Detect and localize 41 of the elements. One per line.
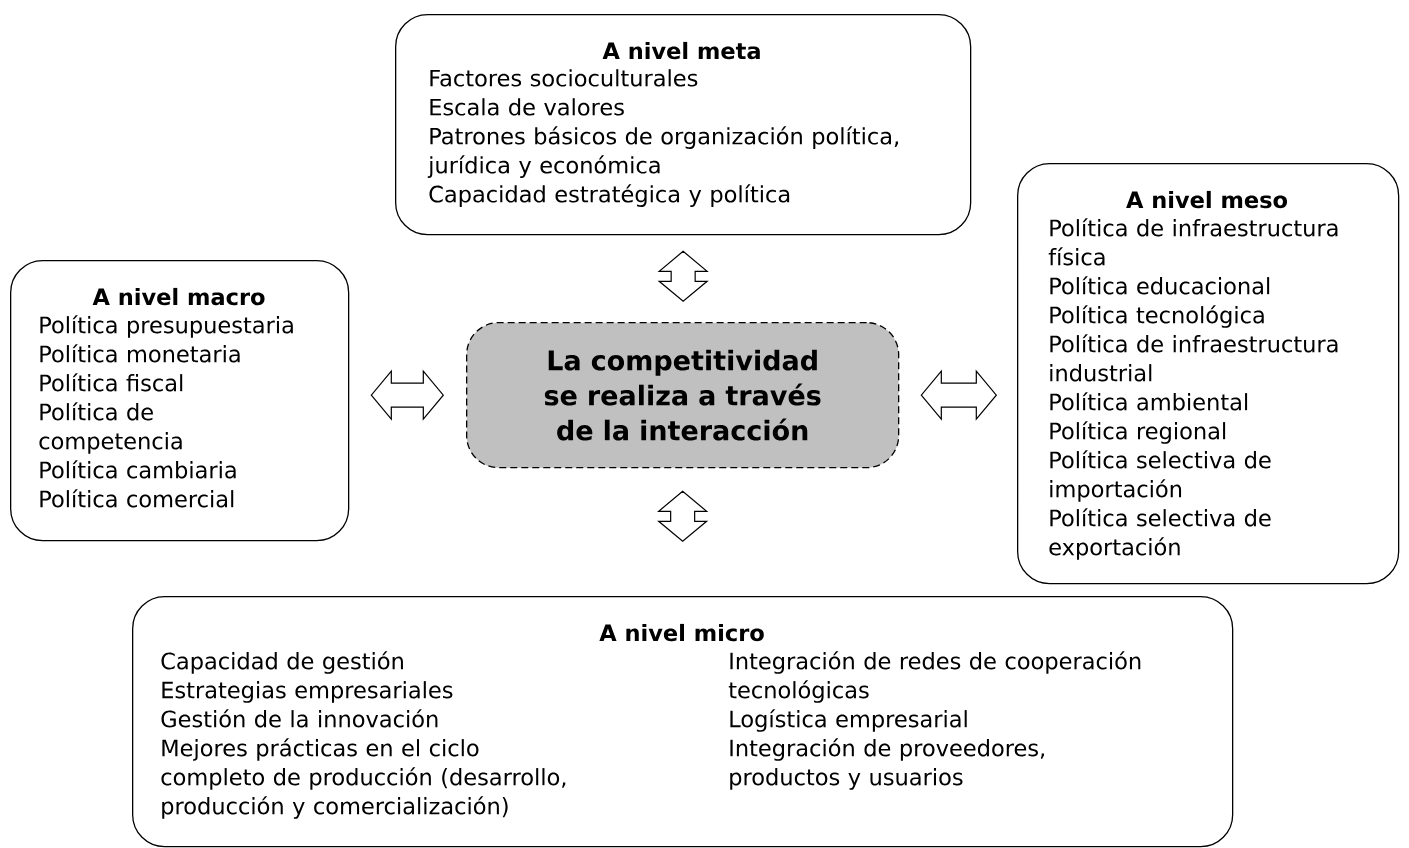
node-label: Política fiscal (40, 373, 183, 392)
box-heading: A nivel micro (599, 623, 764, 642)
text-box (1017, 163, 1400, 585)
node-label: Política de competencia (39, 402, 182, 454)
box-heading: A nivel meso (1126, 190, 1288, 209)
box-heading: A nivel meta (602, 41, 760, 60)
text-box (10, 260, 350, 542)
node-label: Política ambiental (1050, 392, 1248, 411)
node-label: Capacidad estratégica y política (429, 184, 790, 207)
item-list: Capacidad de gestión Estrategias empresariales Gestión de la innovación Mejores prácticas en el ciclo completo de producción (desarrollo, producción y comercialización) (161, 651, 566, 819)
double-arrow (920, 369, 998, 421)
item-list: Integración de redes de cooperación tecnológicas Logística empresarial Integración de proveedores, productos y usuarios (728, 651, 1141, 790)
node-label: Política cambiaria (40, 460, 236, 479)
node-label: Política de infraestructura física (1048, 218, 1338, 266)
node-label: Política educacional (1050, 276, 1270, 295)
item-list: Política de infraestructura física Política educacional Política tecnológica Política de infraestructura industrial Política ambiental Política regional Política selectiva de importación Política selectiva de exportación (1048, 218, 1338, 560)
node-label: Estrategias empresariales (162, 681, 453, 703)
node-label: Política tecnológica (1050, 305, 1264, 328)
double-arrow (370, 369, 445, 421)
text-box (132, 596, 1234, 848)
node-label: Política comercial (40, 489, 234, 508)
node-label: Política de infraestructura industrial (1050, 334, 1338, 382)
text-box (395, 14, 972, 236)
node-label: Mejores prácticas en el ciclo completo de producción (desarrollo, producción y comercialización) (161, 738, 566, 819)
node-label: Política presupuestaria (40, 315, 293, 338)
text-box (466, 322, 900, 469)
node-label: Política selectiva de exportación (1049, 508, 1271, 560)
center-text: La competitividad se realiza a través de la interacción (544, 349, 821, 441)
double-arrow (657, 250, 709, 303)
node-label: Patrones básicos de organización política, jurídica y económica (427, 126, 899, 178)
node-label: Gestión de la innovación (161, 709, 438, 728)
item-list: Política presupuestaria Política monetaria Política fiscal Política de competencia Política cambiaria Política comercial (39, 315, 293, 508)
node-label: Escala de valores (430, 98, 624, 116)
node-label: Política selectiva de importación (1050, 450, 1271, 502)
box-heading: A nivel macro (92, 287, 265, 306)
double-arrow (657, 490, 709, 543)
node-label: Política monetaria (40, 344, 240, 363)
node-label: Capacidad de gestión (161, 651, 403, 674)
node-label: Política regional (1050, 421, 1226, 444)
node-label: Factores socioculturales (430, 69, 698, 87)
item-list: Factores socioculturales Escala de valores Patrones básicos de organización política, jurídica y económica Capacidad estratégica y política (427, 69, 898, 207)
